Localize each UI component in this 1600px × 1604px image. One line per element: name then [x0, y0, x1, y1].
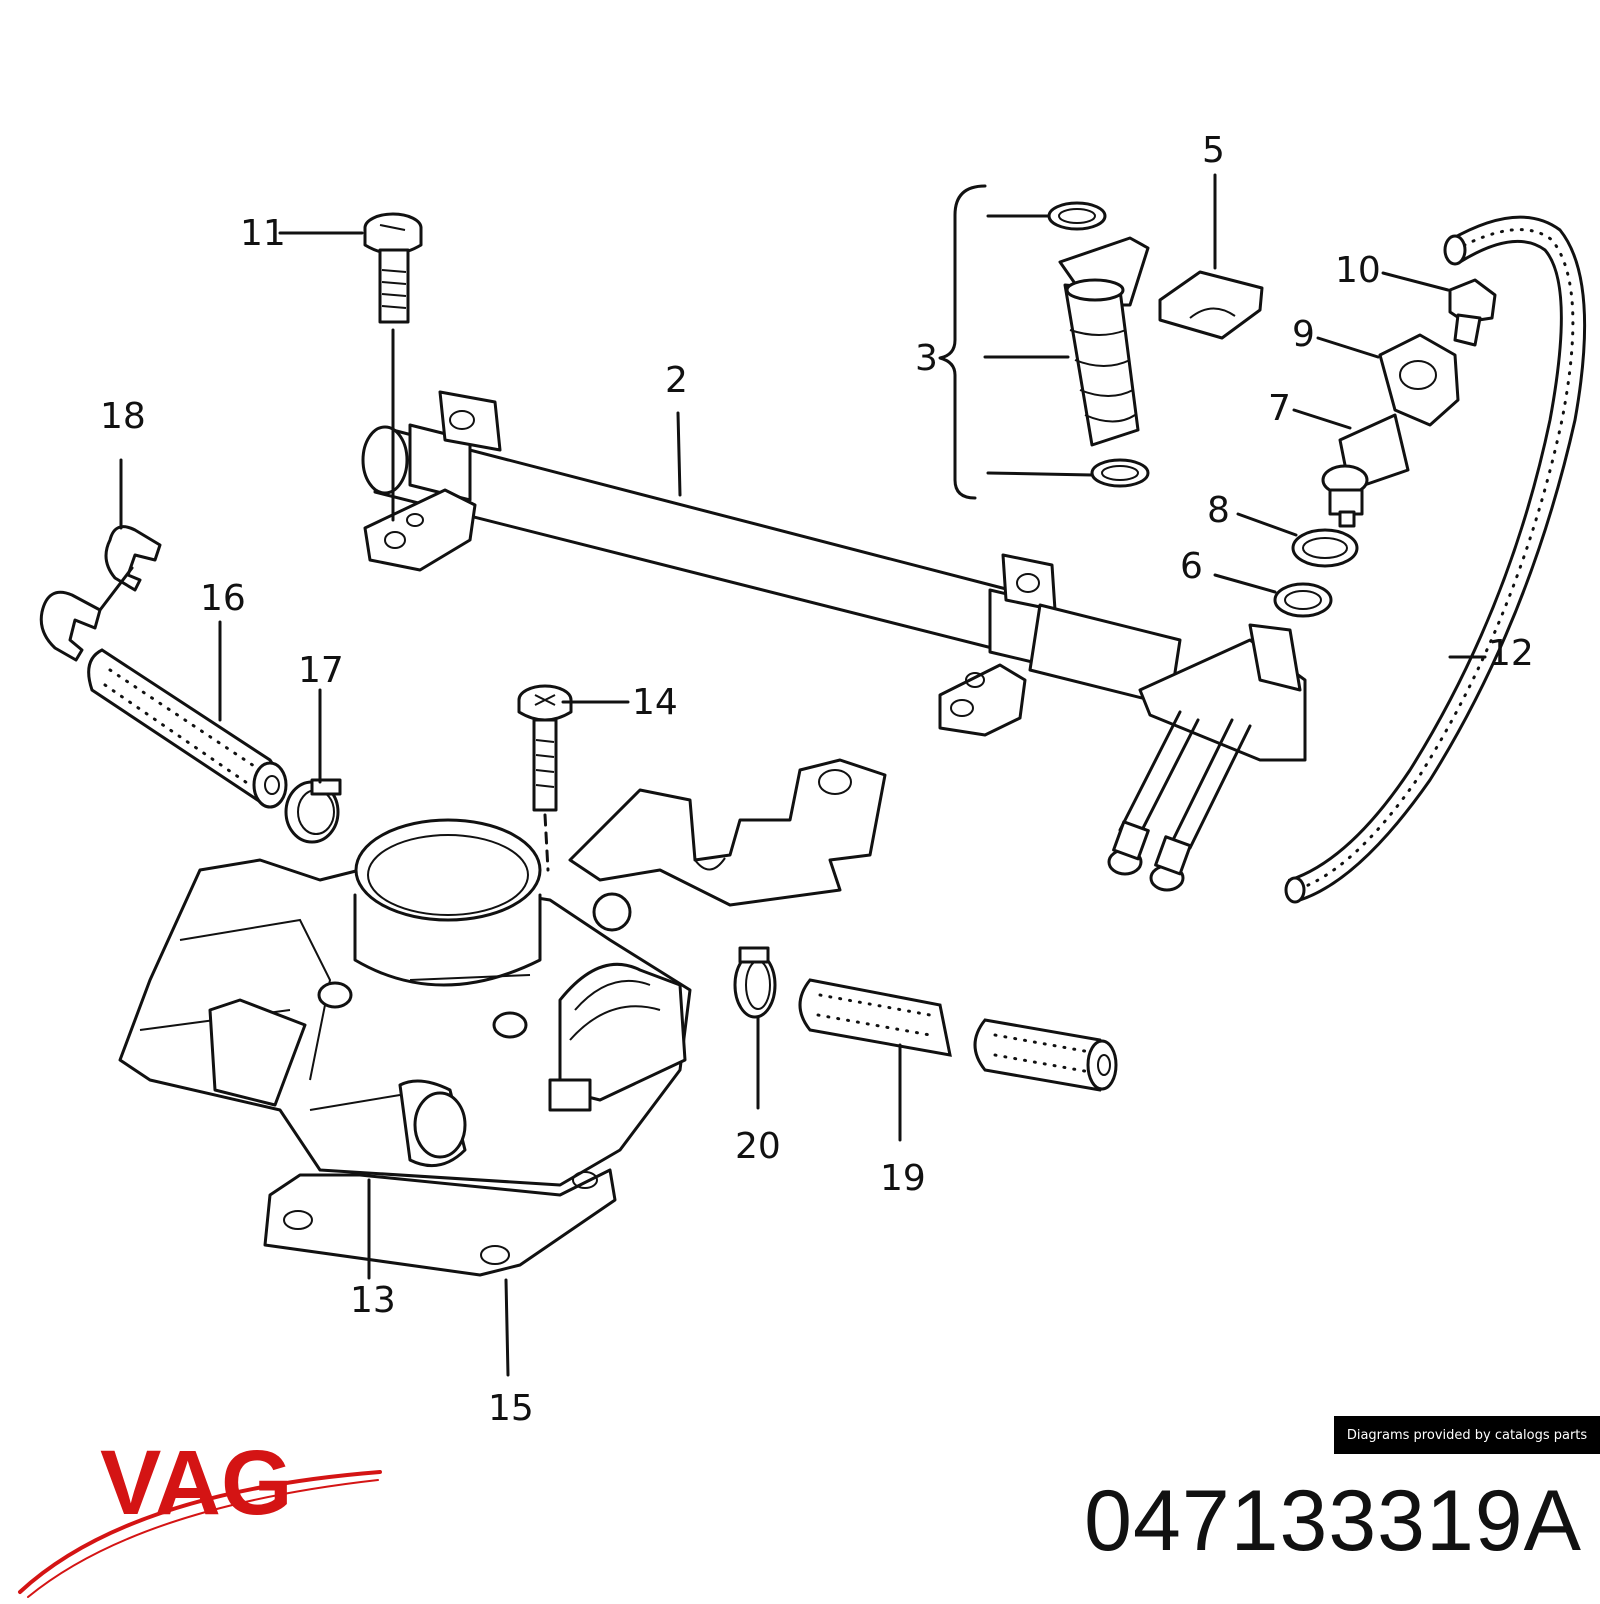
- seal-8: [1291, 528, 1359, 568]
- callout-5: 5: [1202, 130, 1225, 171]
- throttle-bracket: [568, 758, 887, 932]
- callout-7: 7: [1268, 388, 1291, 429]
- callout-19: 19: [880, 1158, 926, 1199]
- bolt-11: [363, 212, 423, 522]
- injector-assembly: [938, 184, 1150, 500]
- part-number: 047133319A: [1084, 1473, 1582, 1569]
- injector-clip: [1158, 270, 1264, 340]
- callout-14: 14: [632, 682, 678, 723]
- callout-13: 13: [350, 1280, 396, 1321]
- callout-6: 6: [1180, 546, 1203, 587]
- callout-3: 3: [915, 338, 938, 379]
- clamp-20: [733, 946, 777, 1019]
- callout-18: 18: [100, 396, 146, 437]
- hose-16: [87, 648, 288, 809]
- callout-16: 16: [200, 578, 246, 619]
- callout-17: 17: [298, 650, 344, 691]
- vag-logo: VAG: [18, 1432, 382, 1598]
- callout-2: 2: [665, 360, 688, 401]
- callout-20: 20: [735, 1126, 781, 1167]
- callout-labels: 2 3 5 6 7 8 9 10 11 12 13 14 15 16 17 18…: [100, 130, 1534, 1429]
- throttle-body: [118, 818, 692, 1277]
- seal-6: [1273, 582, 1333, 618]
- hose-clip-18: [39, 525, 162, 662]
- logo-swoosh: [18, 1470, 382, 1594]
- screw-14: [517, 684, 573, 872]
- hose-19: [798, 978, 1118, 1092]
- callout-9: 9: [1292, 314, 1315, 355]
- logo-text: VAG: [100, 1432, 293, 1534]
- fuel-rail: [361, 390, 1307, 892]
- diagram-credit: Diagrams provided by catalogs parts: [1334, 1416, 1600, 1454]
- callout-8: 8: [1207, 490, 1230, 531]
- clamp-17: [284, 778, 342, 844]
- callout-12: 12: [1488, 633, 1534, 674]
- leader-lines: [119, 173, 1487, 1377]
- callout-11: 11: [240, 213, 286, 254]
- pressure-regulator: [1321, 278, 1497, 528]
- callout-10: 10: [1335, 250, 1381, 291]
- callout-15: 15: [488, 1388, 534, 1429]
- return-hose: [1284, 215, 1587, 904]
